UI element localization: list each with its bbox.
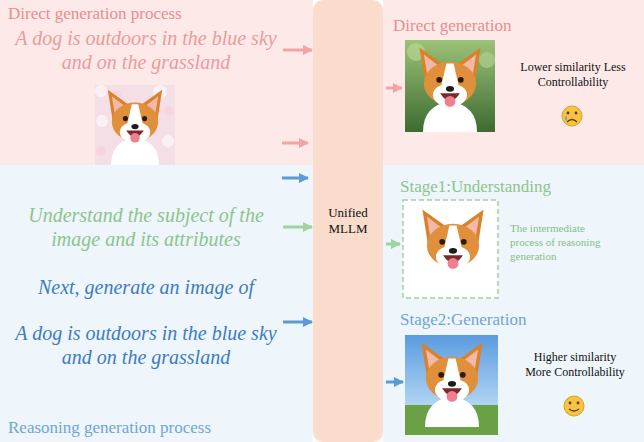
sad-emoji	[562, 106, 582, 126]
flow-arrow	[283, 49, 312, 52]
input-photo	[95, 85, 175, 165]
emoji-eye	[577, 402, 580, 405]
panel-heading: Direct generation	[393, 16, 644, 36]
label-holder: Higher similarity More Controllability	[522, 350, 628, 380]
dashed-frame	[403, 200, 498, 298]
prompt-box: Next, generate an image of A dog is outdo…	[12, 275, 280, 369]
direct-panel: Direct generation processA dog is outdoo…	[0, 0, 313, 165]
direct-output-photo	[405, 40, 495, 132]
emoji-face	[564, 396, 584, 416]
emoji-tear	[565, 115, 567, 121]
dog-figure	[108, 90, 162, 165]
result-note: Higher similarity More Controllability	[522, 350, 628, 380]
dog-figure	[419, 47, 480, 132]
input-arrow	[282, 142, 308, 145]
result-note: Lower similarity Less Controllability	[520, 60, 626, 90]
emoji-eye	[575, 112, 578, 115]
reasoning-panel: Reasoning generation process Understand t…	[0, 165, 313, 442]
stage-panel: Stage1:UnderstandingStage2:Generation	[383, 165, 644, 442]
panel-heading: Reasoning generation process	[8, 418, 313, 438]
model-box: Unified MLLM	[313, 0, 383, 442]
prompt-box: Understand the subject of the image and …	[12, 203, 280, 251]
blossom	[162, 135, 174, 147]
blur-spot	[479, 52, 495, 68]
label-holder: Lower similarity Less Controllability	[520, 60, 626, 90]
stage-heading: Stage1:Understanding	[400, 177, 644, 197]
flow-arrow	[283, 226, 312, 229]
intermediate-photo	[403, 200, 498, 298]
label-holder: The intermediate process of reasoning ge…	[510, 222, 612, 263]
output-arrow	[386, 87, 402, 90]
prompt-box: A dog is outdoors in the blue sky and on…	[12, 26, 280, 74]
prompt-text: Understand the subject of the image and …	[12, 203, 280, 251]
input-arrow	[282, 177, 308, 180]
emoji-eye	[567, 112, 570, 115]
blossom	[95, 85, 107, 97]
emoji-mouth	[567, 120, 577, 123]
happy-emoji	[564, 396, 584, 416]
flow-arrow	[283, 321, 312, 324]
output-arrow	[386, 243, 400, 246]
grass	[405, 405, 498, 435]
prompt-text: Next, generate an image of	[12, 275, 280, 299]
output-arrow	[386, 381, 403, 384]
stage-note: The intermediate process of reasoning ge…	[510, 222, 612, 263]
emoji-eye	[569, 402, 572, 405]
prompt-text: A dog is outdoors in the blue sky and on…	[12, 26, 280, 74]
blossom	[153, 85, 167, 99]
emoji-face	[562, 106, 582, 126]
emoji-mouth	[569, 409, 579, 411]
sky	[405, 335, 498, 407]
blur-spot	[407, 43, 425, 61]
blossom	[164, 106, 174, 116]
prompt-text: A dog is outdoors in the blue sky and on…	[12, 321, 280, 369]
blossom	[111, 90, 121, 100]
stage-heading: Stage2:Generation	[400, 310, 644, 330]
dog-figure	[421, 342, 482, 427]
model-label: Unified MLLM	[317, 205, 379, 236]
panel-heading: Direct generation process	[8, 4, 313, 24]
blossom	[96, 115, 108, 127]
blossom	[96, 146, 106, 156]
dog-figure	[422, 209, 483, 294]
